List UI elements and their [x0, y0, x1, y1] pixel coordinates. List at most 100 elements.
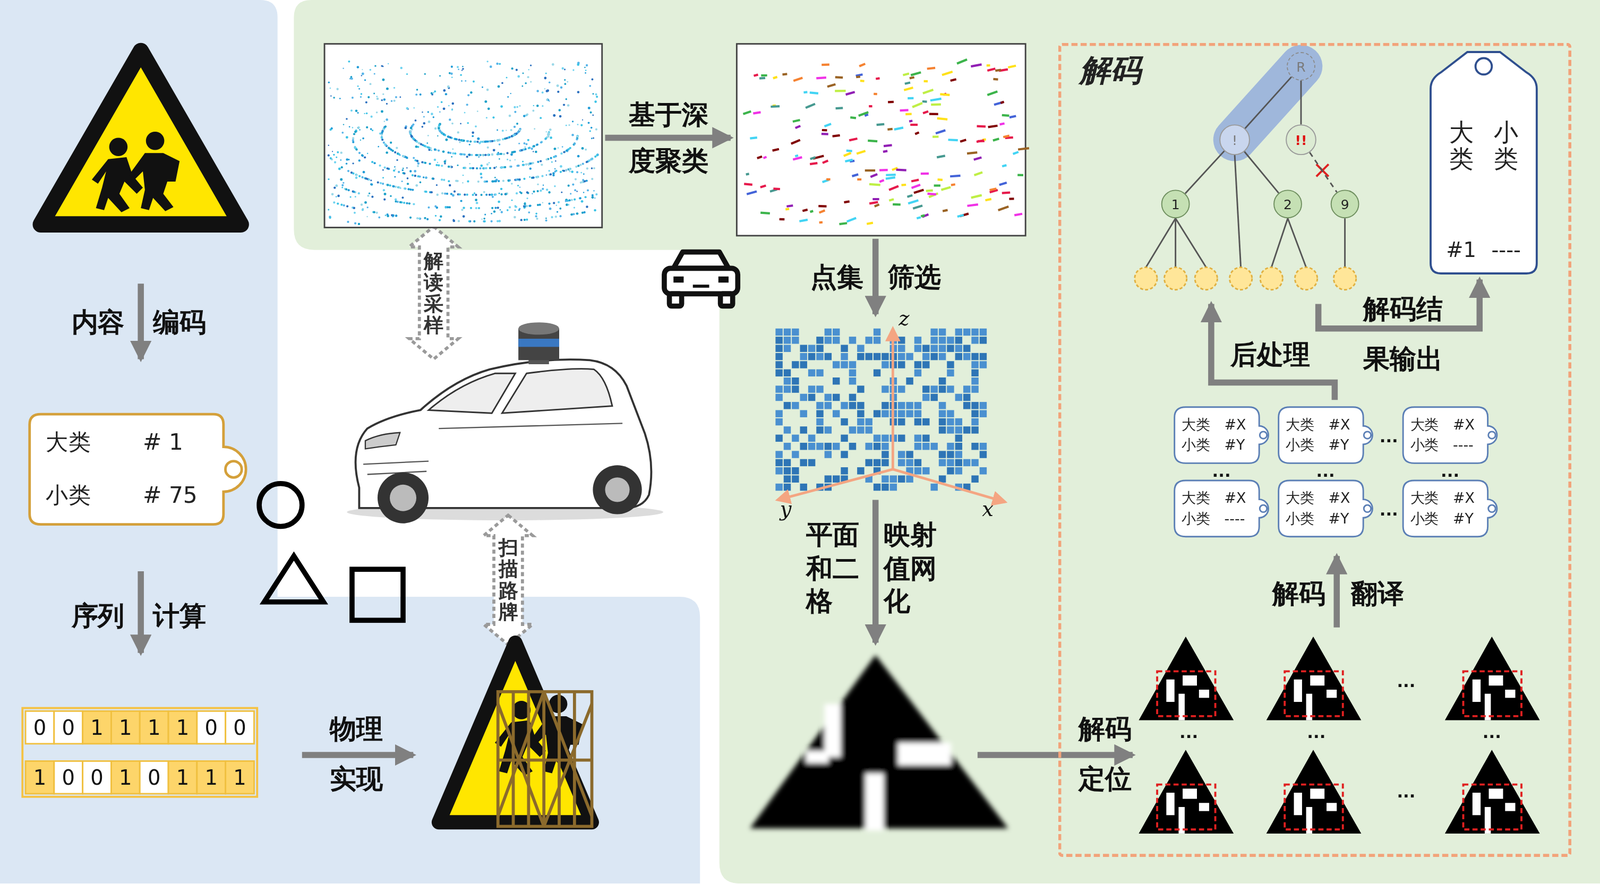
filtered-point	[971, 418, 979, 426]
illustration	[25, 711, 55, 744]
point-cloud-dot	[390, 100, 393, 102]
point-cloud-dot	[532, 144, 535, 148]
filtered-point	[881, 434, 889, 442]
point-cloud-dot	[489, 65, 493, 68]
point-cloud-dot	[481, 86, 484, 89]
point-cloud-dot	[433, 148, 436, 151]
point-cloud-dot	[440, 178, 443, 181]
point-cloud-dot	[529, 64, 532, 67]
arrow-label: 解码	[1272, 576, 1326, 612]
point-cloud-dot	[345, 162, 348, 165]
point-cloud-dot	[500, 210, 503, 213]
point-cloud-dot	[565, 149, 568, 152]
point-cloud-dot	[516, 164, 519, 167]
point-cloud-dot	[592, 114, 594, 117]
point-cloud-dot	[509, 165, 512, 168]
point-cloud-dot	[575, 138, 578, 141]
cluster-segment	[907, 195, 913, 198]
point-cloud-dot	[414, 174, 417, 177]
point-cloud-dot	[357, 112, 359, 114]
filtered-point	[857, 344, 864, 352]
point-cloud-dot	[345, 135, 349, 139]
point-cloud-dot	[386, 87, 389, 91]
filtered-point	[808, 344, 816, 352]
filtered-point	[914, 344, 922, 352]
bit-cell: 1	[118, 765, 132, 790]
tag-hole	[1488, 505, 1496, 512]
point-cloud-dot	[486, 88, 490, 92]
filtered-point	[971, 409, 979, 417]
illustration	[197, 711, 226, 744]
cluster-segment	[973, 157, 982, 160]
point-cloud-dot	[508, 135, 511, 139]
point-cloud-dot	[527, 163, 530, 166]
point-cloud-dot	[441, 132, 444, 135]
cluster-segment	[950, 175, 961, 177]
filtered-point	[775, 467, 783, 475]
cluster-segment	[901, 183, 907, 187]
point-cloud-dot	[466, 103, 469, 106]
point-cloud-dot	[500, 193, 503, 196]
point-cloud-dot	[594, 209, 597, 212]
point-cloud-dot	[347, 169, 350, 173]
point-cloud-dot	[586, 189, 589, 192]
cluster-segment	[902, 73, 910, 76]
node-label: !!	[1295, 132, 1308, 148]
point-cloud-dot	[419, 181, 422, 184]
illustration	[225, 711, 255, 744]
candidate-tag: 大类#X小类#Y	[1277, 479, 1375, 538]
point-cloud-dot	[527, 75, 530, 79]
filtered-point	[971, 336, 979, 344]
point-cloud-dot	[533, 127, 536, 130]
point-cloud-dot	[456, 65, 459, 68]
point-cloud-dot	[593, 190, 595, 192]
cluster-segment	[795, 125, 801, 128]
class-code: #Y	[1328, 510, 1358, 528]
point-cloud-dot	[348, 125, 351, 128]
filtered-point	[930, 385, 938, 393]
tag-outline	[1278, 480, 1373, 537]
point-cloud-dot	[583, 180, 586, 183]
cluster-segment	[868, 105, 872, 108]
cluster-segment	[892, 203, 901, 207]
point-cloud-dot	[336, 202, 339, 205]
cluster-segment	[936, 155, 946, 158]
filtered-point	[832, 475, 840, 483]
point-cloud-dot	[570, 170, 574, 174]
filtered-point	[873, 442, 881, 450]
filtered-point	[873, 336, 881, 344]
cluster-segment	[872, 198, 879, 201]
filtered-point	[775, 336, 783, 344]
bit-cell: 0	[233, 715, 246, 740]
tag-text-grid: 大类#X小类----	[1401, 406, 1500, 465]
illustration	[664, 252, 738, 307]
point-cloud-dot	[394, 168, 397, 170]
point-cloud-dot	[576, 134, 579, 138]
point-cloud-dot	[507, 179, 510, 182]
illustration	[1145, 155, 1346, 268]
point-cloud-dot	[549, 173, 552, 176]
point-cloud-dot	[451, 76, 453, 78]
point-cloud-dot	[475, 207, 478, 210]
point-cloud-dot	[528, 69, 530, 71]
filtered-point	[857, 401, 864, 409]
point-cloud-dot	[585, 69, 587, 71]
cluster-segment	[809, 163, 818, 165]
filtered-point	[955, 418, 963, 426]
illustration	[110, 760, 140, 794]
filtered-point	[775, 450, 783, 458]
point-cloud-dot	[545, 72, 547, 75]
point-cloud-dot	[460, 80, 462, 82]
filtered-point	[946, 450, 954, 458]
point-cloud-dot	[336, 88, 339, 91]
point-cloud-dot	[342, 182, 345, 184]
point-cloud-dot	[532, 176, 535, 179]
point-cloud-dot	[374, 64, 376, 67]
cluster-segment	[821, 132, 829, 136]
point-cloud-dot	[367, 96, 370, 99]
tag-hole	[1488, 431, 1496, 439]
tag-outline	[1173, 479, 1271, 538]
cluster-segment	[956, 59, 968, 64]
filtered-point	[946, 418, 954, 426]
class-name: 小类	[45, 482, 143, 510]
